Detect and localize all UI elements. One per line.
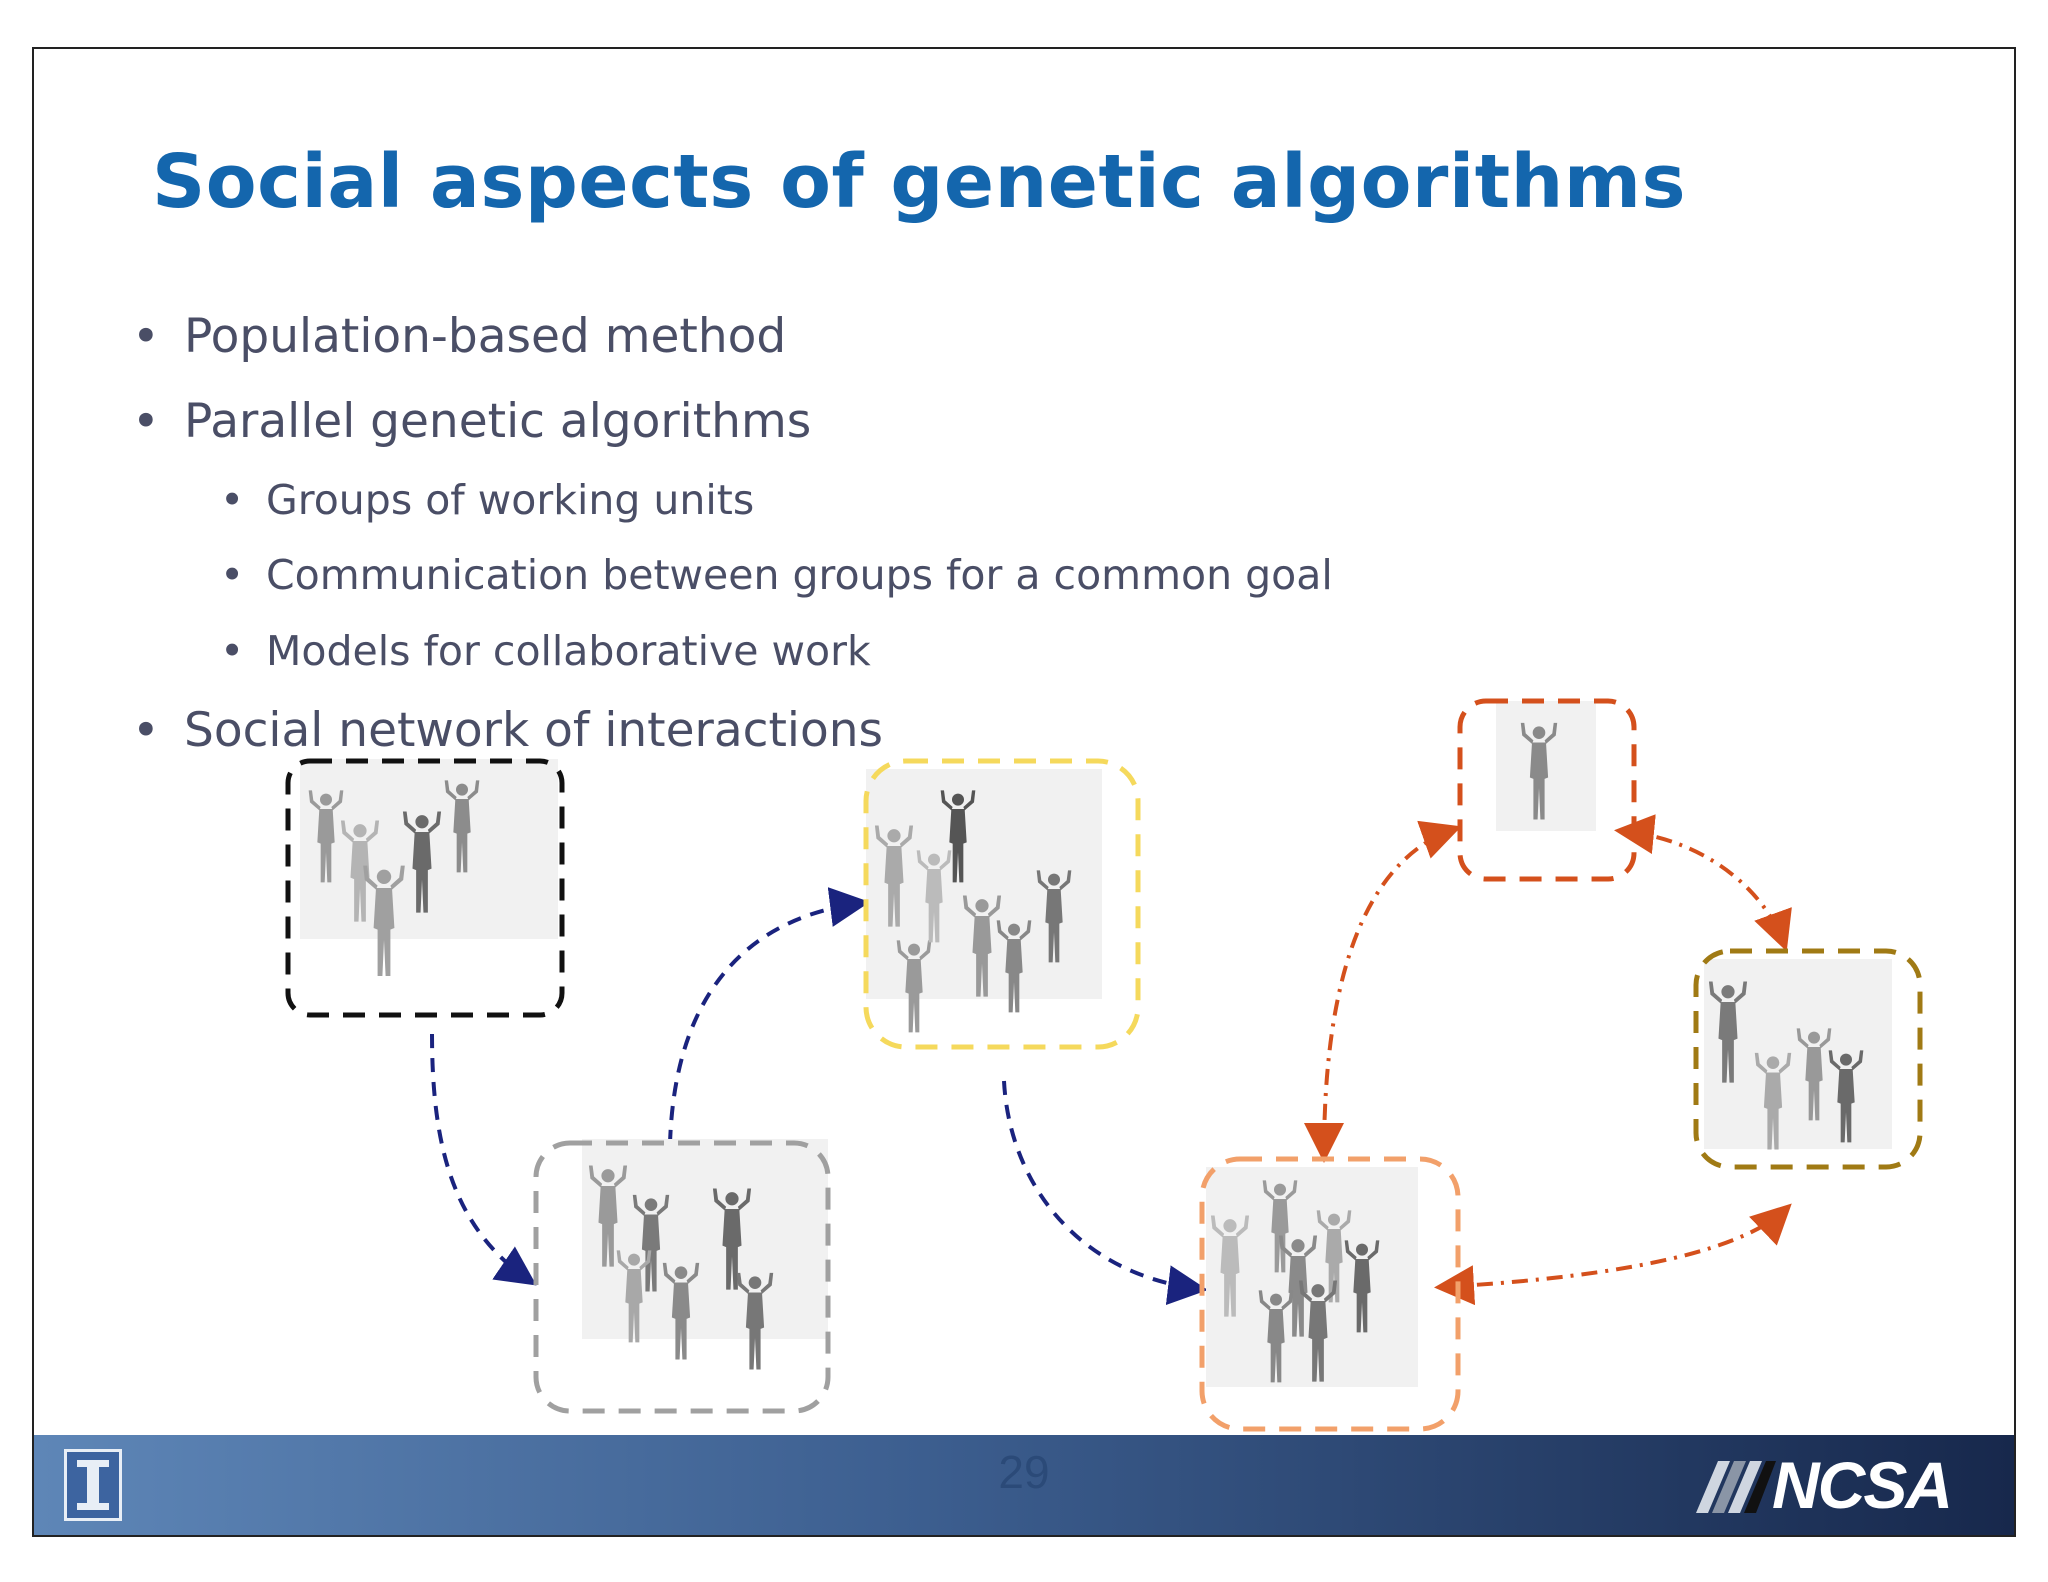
- page-number: 29: [998, 1446, 1050, 1498]
- bullet-text: Groups of working units: [266, 476, 755, 524]
- link-gray-to-yellow: [668, 887, 870, 1145]
- bullet-text: Social network of interactions: [184, 703, 884, 758]
- bullet-dot: •: [132, 394, 160, 449]
- ncsa-logo: NCSA: [1696, 1448, 1986, 1522]
- bullet-dot: •: [220, 551, 245, 599]
- link-black-to-gray: [430, 1033, 537, 1286]
- bullet-dot: •: [132, 703, 160, 758]
- group-olive: [1693, 948, 1923, 1170]
- link-top-to-olive: [1614, 814, 1792, 952]
- slide: Social aspects of genetic algorithms • P…: [32, 47, 2016, 1537]
- footer-bar: 29 NCSA: [34, 1435, 2014, 1535]
- group-orange-light: [1199, 1156, 1461, 1432]
- bullet-dot: •: [132, 309, 160, 364]
- bullet-text: Population-based method: [184, 309, 787, 364]
- bullet-text: Communication between groups for a commo…: [266, 551, 1333, 599]
- slide-title: Social aspects of genetic algorithms: [152, 139, 1686, 225]
- link-yellow-to-orange: [1002, 1080, 1208, 1306]
- group-yellow: [863, 758, 1141, 1050]
- group-network-diagram: [285, 698, 1923, 1432]
- group-gray: [533, 1139, 831, 1414]
- bullet-dot: •: [220, 627, 245, 675]
- bullet-text: Parallel genetic algorithms: [184, 394, 812, 449]
- bullet-dot: •: [220, 476, 245, 524]
- uiuc-logo: [64, 1449, 122, 1521]
- link-olive-to-orange: [1434, 1203, 1792, 1306]
- group-orange-top: [1457, 698, 1637, 882]
- link-orange-to-top: [1304, 820, 1462, 1163]
- group-black: [285, 758, 565, 1018]
- ncsa-logo-text: NCSA: [1772, 1448, 1953, 1522]
- bullet-text: Models for collaborative work: [266, 627, 871, 675]
